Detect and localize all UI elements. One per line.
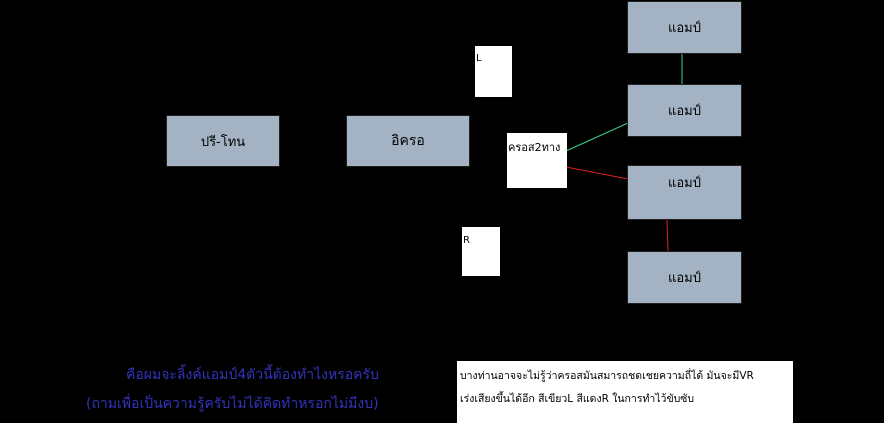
amp-label-1: แอมป์ bbox=[667, 21, 701, 36]
amp-box-1: แอมป์ bbox=[627, 1, 742, 54]
speaker-label-1: ลำโพง bbox=[818, 21, 850, 34]
amp-label-3: แอมป์ bbox=[667, 176, 701, 191]
red-link-amp3-amp4 bbox=[666, 219, 669, 252]
r-label: R bbox=[463, 235, 470, 246]
fork-r-lower bbox=[526, 237, 629, 269]
speaker-label-2: ลำโพง bbox=[838, 110, 870, 123]
crossover-box: ครอส2ทาง bbox=[507, 133, 567, 188]
note-line-2: เร่งเสียงขึ้นได้อีก สีเขียวL สีแดงR ในกา… bbox=[460, 393, 695, 405]
question-line-2: (ถามเพื่อเป็นความรู้ครับไม่ได้คิดทำหรอกไ… bbox=[86, 396, 379, 412]
l-box: L bbox=[475, 46, 512, 97]
eq-box: อิครอ bbox=[346, 115, 470, 167]
amp-box-4: แอมป์ bbox=[627, 251, 742, 304]
single-out-label: ออกทางเดียว bbox=[494, 112, 568, 127]
crossover-label: ครอส2ทาง bbox=[508, 141, 561, 154]
preamp-box: ปรี-โทน bbox=[166, 115, 280, 167]
amp-box-3: แอมป์ bbox=[627, 165, 742, 220]
l-label: L bbox=[476, 53, 482, 64]
note-line-1: บางท่านอาจจะไม่รู้ว่าครอสมันสมารถชดเชยคว… bbox=[460, 370, 754, 382]
preamp-label: ปรี-โทน bbox=[200, 134, 246, 150]
note-box: บางท่านอาจจะไม่รู้ว่าครอสมันสมารถชดเชยคว… bbox=[457, 361, 793, 423]
amp-box-2: แอมป์ bbox=[627, 84, 742, 137]
red-link-crossover-amp3 bbox=[565, 166, 629, 180]
eq-label: อิครอ bbox=[391, 133, 425, 149]
fork-r-upper bbox=[526, 195, 629, 239]
fork-l-upper bbox=[511, 33, 629, 61]
question-line-1: คือผมจะลิ้งค์แอมป์4ตัวนี้ต้องทำไงหรอครับ bbox=[126, 367, 379, 383]
amp-label-4: แอมป์ bbox=[667, 271, 701, 286]
r-box: R bbox=[462, 227, 500, 276]
input-label: เข้า bbox=[10, 124, 45, 149]
green-link-crossover-amp2 bbox=[565, 122, 629, 152]
amp-label-2: แอมป์ bbox=[667, 104, 701, 119]
stars: *** bbox=[84, 344, 122, 372]
speaker-label-3: ลำโพง bbox=[818, 186, 850, 199]
speaker-label-4: ลำโพง bbox=[818, 268, 850, 281]
fork-l-lower bbox=[511, 59, 629, 104]
